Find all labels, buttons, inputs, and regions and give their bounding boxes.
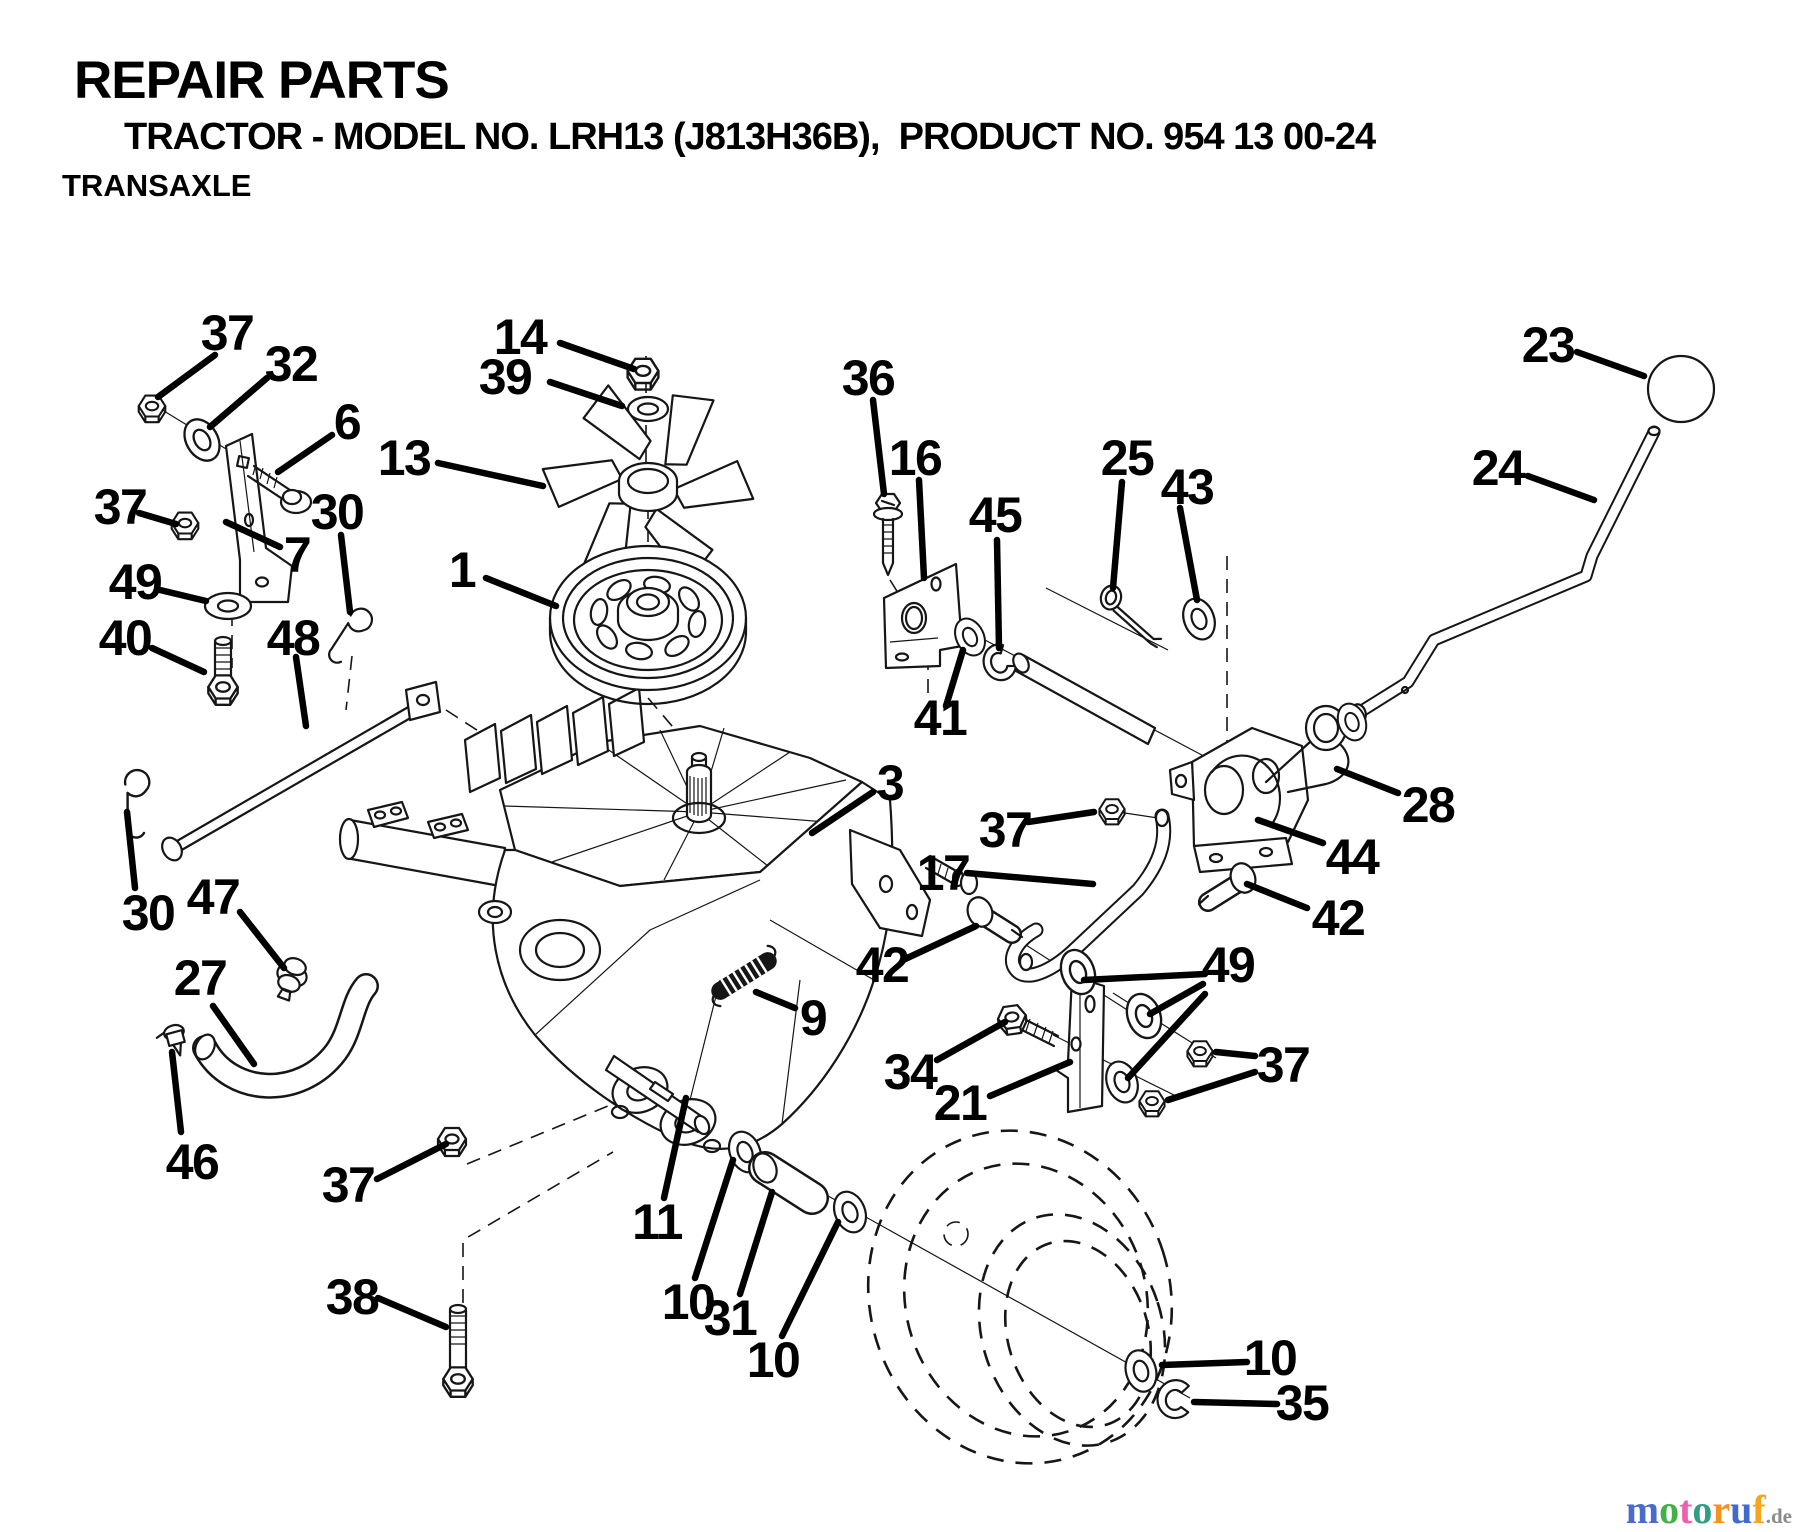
callout-37: 37 — [94, 479, 147, 535]
model-subtitle: TRACTOR - MODEL NO. LRH13 (J813H36B), PR… — [124, 116, 1376, 158]
callout-23: 23 — [1522, 317, 1575, 373]
callout-42: 42 — [856, 937, 909, 993]
nut-37-a — [137, 394, 167, 424]
axle-key — [648, 1080, 675, 1103]
callout-13: 13 — [378, 430, 431, 486]
section-label: TRANSAXLE — [62, 168, 252, 203]
callout-44: 44 — [1326, 829, 1380, 885]
callout-11: 11 — [632, 1194, 683, 1250]
spacer-31 — [748, 1151, 829, 1215]
e-clip-45 — [982, 643, 1018, 682]
callout-10: 10 — [662, 1274, 715, 1330]
callout-36: 36 — [842, 350, 895, 406]
watermark-letter: o — [1659, 1487, 1680, 1532]
callout-37: 37 — [322, 1157, 375, 1213]
callout-24: 24 — [1472, 440, 1526, 496]
callout-6: 6 — [334, 394, 360, 450]
callout-numbers: 37 32 6 37 7 49 40 30 48 14 39 13 1 36 1… — [94, 305, 1576, 1431]
fitting-46 — [155, 1023, 186, 1057]
callout-10: 10 — [747, 1332, 800, 1388]
callout-1: 1 — [449, 542, 476, 598]
callout-28: 28 — [1402, 777, 1455, 833]
bolt-40 — [207, 635, 239, 706]
callout-39: 39 — [479, 349, 532, 405]
watermark-logo: motoruf.de — [1626, 1490, 1792, 1530]
callout-37: 37 — [979, 802, 1032, 858]
watermark-letter: m — [1625, 1487, 1660, 1532]
callout-9: 9 — [800, 990, 826, 1046]
brake-arm-17 — [1004, 808, 1172, 983]
callout-7: 7 — [284, 527, 310, 583]
callout-37: 37 — [1257, 1037, 1310, 1093]
nut-37-e — [1138, 1090, 1166, 1118]
bolt-34 — [995, 1003, 1060, 1048]
nut-37-f — [436, 1126, 468, 1158]
nut-14 — [626, 357, 660, 391]
callout-41: 41 — [914, 690, 967, 746]
washer-10-c — [1119, 1345, 1163, 1397]
hairpin-30-b — [111, 766, 164, 841]
washer-49-flat — [203, 591, 253, 621]
wheel-tire-dashed — [866, 1129, 1174, 1465]
callout-14: 14 — [494, 309, 548, 365]
callout-49: 49 — [109, 554, 162, 610]
nut-37-d — [1186, 1040, 1214, 1068]
callout-35: 35 — [1276, 1375, 1329, 1431]
callout-31: 31 — [704, 1290, 757, 1346]
callout-32: 32 — [265, 336, 318, 392]
washer-49-b — [1119, 987, 1169, 1045]
pulley-1 — [548, 544, 748, 706]
bracket-16 — [882, 562, 964, 670]
nut-37-c — [1098, 798, 1126, 826]
callout-47: 47 — [187, 869, 240, 925]
input-shaft — [671, 751, 727, 835]
shoulder-bolt-42-left — [966, 896, 1024, 944]
callout-38: 38 — [326, 1269, 379, 1325]
hose-27 — [192, 973, 379, 1099]
callout-40: 40 — [99, 610, 152, 666]
callout-25: 25 — [1101, 430, 1154, 486]
callout-45: 45 — [969, 487, 1022, 543]
callout-48: 48 — [267, 610, 320, 666]
callout-46: 46 — [166, 1134, 219, 1190]
e-ring-35 — [1156, 1379, 1190, 1420]
bolt-38 — [442, 1303, 474, 1398]
watermark-suffix: .de — [1765, 1504, 1792, 1528]
watermark-letter: f — [1752, 1487, 1766, 1532]
watermark-letter: o — [1692, 1487, 1713, 1532]
bracket-21 — [1054, 974, 1106, 1114]
screw-36 — [872, 492, 904, 577]
shift-knob-23 — [1646, 354, 1716, 424]
bolt-6 — [246, 463, 313, 515]
callout-10: 10 — [1244, 1330, 1297, 1386]
watermark-letter: u — [1730, 1487, 1753, 1532]
callout-27: 27 — [174, 950, 227, 1006]
watermark-letter: r — [1712, 1487, 1731, 1532]
page-title: REPAIR PARTS — [74, 51, 450, 110]
watermark-letter: t — [1679, 1487, 1693, 1532]
callout-17: 17 — [917, 845, 970, 901]
callout-30: 30 — [311, 484, 364, 540]
callout-43: 43 — [1161, 459, 1214, 515]
callout-49: 49 — [1202, 937, 1255, 993]
callout-34: 34 — [884, 1044, 938, 1100]
cross-shaft — [1012, 652, 1157, 746]
callout-21: 21 — [934, 1075, 987, 1131]
callout-37: 37 — [201, 305, 254, 361]
bracket-7 — [224, 432, 294, 604]
spring-9 — [711, 944, 777, 1008]
callout-42: 42 — [1312, 890, 1365, 946]
callout-3: 3 — [877, 755, 903, 811]
callout-30: 30 — [122, 885, 175, 941]
washer-39 — [626, 395, 670, 423]
leader-lines — [123, 339, 1648, 1408]
rod-48 — [161, 680, 442, 862]
callout-16: 16 — [889, 430, 942, 486]
cotter-pin-25 — [1099, 584, 1163, 649]
